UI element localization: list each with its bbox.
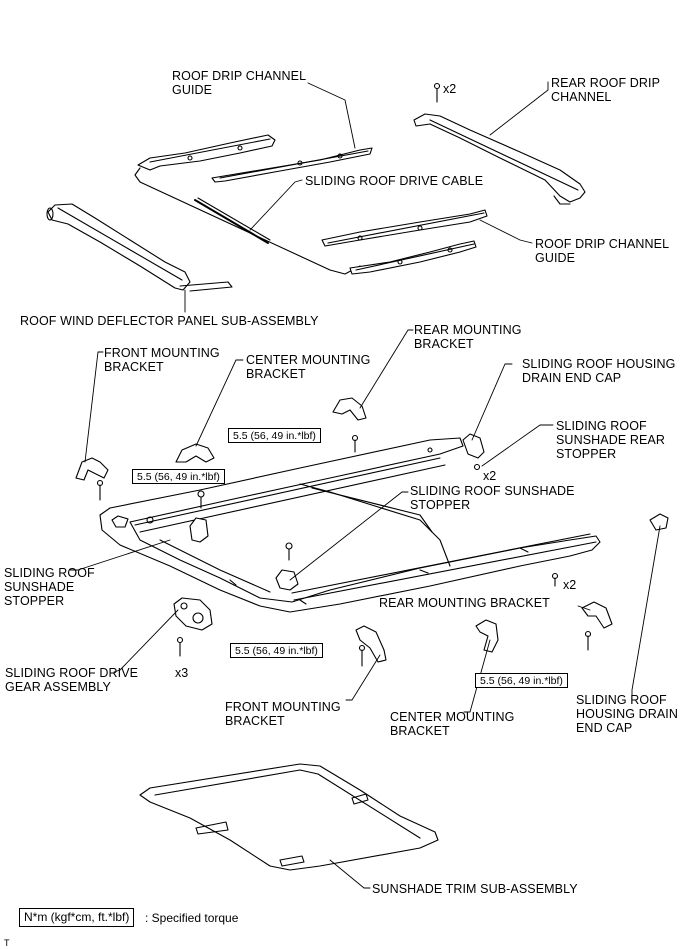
qty-gear-bolts: x3	[175, 666, 189, 680]
qty-rear-bracket-bolts: x2	[563, 578, 577, 592]
torque-spec-rear-bottom: 5.5 (56, 49 in.*lbf)	[475, 673, 568, 688]
label-center-mounting-bracket-top: CENTER MOUNTING BRACKET	[246, 353, 371, 381]
legend-specified-torque-text: : Specified torque	[145, 911, 239, 925]
legend-torque-unit-box: N*m (kgf*cm, ft.*lbf)	[19, 908, 135, 927]
label-sliding-roof-sunshade-stopper-left: SLIDING ROOF SUNSHADE STOPPER	[4, 566, 95, 608]
label-sunshade-trim-sub-assembly: SUNSHADE TRIM SUB-ASSEMBLY	[372, 882, 578, 896]
label-rear-mounting-bracket-top: REAR MOUNTING BRACKET	[414, 323, 522, 351]
qty-drain-cap-clips: x2	[483, 469, 497, 483]
front-mounting-bracket-bottom-part	[355, 625, 387, 667]
footer-mark: T	[4, 938, 10, 948]
roof-drip-channel-guide-lower-part	[321, 209, 488, 275]
torque-spec-front-bottom: 5.5 (56, 49 in.*lbf)	[230, 643, 323, 658]
label-sliding-roof-drive-gear-assembly: SLIDING ROOF DRIVE GEAR ASSEMBLY	[5, 666, 139, 694]
label-front-mounting-bracket-top: FRONT MOUNTING BRACKET	[104, 346, 220, 374]
sliding-roof-housing-frame	[99, 437, 601, 613]
label-sliding-roof-sunshade-rear-stopper: SLIDING ROOF SUNSHADE REAR STOPPER	[556, 419, 665, 461]
label-rear-roof-drip-channel: REAR ROOF DRIP CHANNEL	[551, 76, 661, 104]
center-mounting-bracket-bottom-part	[475, 619, 499, 653]
label-roof-drip-channel-guide-top: ROOF DRIP CHANNEL GUIDE	[172, 69, 307, 97]
label-sliding-roof-housing-drain-end-cap-bottom: SLIDING ROOF HOUSING DRAIN END CAP	[576, 693, 679, 735]
label-center-mounting-bracket-bottom: CENTER MOUNTING BRACKET	[390, 710, 515, 738]
label-sliding-roof-drive-cable: SLIDING ROOF DRIVE CABLE	[305, 174, 484, 188]
sunshade-stopper-right-part	[275, 542, 299, 591]
leader-lines	[69, 81, 661, 889]
sliding-roof-housing-drain-end-cap-top-part	[462, 433, 485, 471]
torque-spec-center-top: 5.5 (56, 49 in.*lbf)	[228, 428, 321, 443]
center-mounting-bracket-top-part	[175, 443, 215, 463]
rear-bracket-bolt-part	[551, 572, 559, 587]
label-rear-mounting-bracket-bottom: REAR MOUNTING BRACKET	[379, 596, 550, 610]
sliding-roof-drive-gear-part	[173, 597, 213, 657]
sunshade-trim-part	[139, 763, 439, 871]
sliding-roof-housing-drain-end-cap-right-part	[649, 513, 669, 531]
label-roof-drip-channel-guide-bottom: ROOF DRIP CHANNEL GUIDE	[535, 237, 670, 265]
sliding-roof-drive-cable-part	[134, 167, 361, 275]
rear-mounting-bracket-bottom-part	[581, 601, 613, 651]
rear-mounting-bracket-top-part	[332, 397, 367, 453]
label-sliding-roof-sunshade-stopper-right: SLIDING ROOF SUNSHADE STOPPER	[410, 484, 575, 512]
sunshade-stopper-left-part	[189, 490, 209, 543]
front-mounting-bracket-top-part	[75, 457, 109, 501]
label-front-mounting-bracket-bottom: FRONT MOUNTING BRACKET	[225, 700, 341, 728]
roof-wind-deflector-part	[46, 203, 233, 292]
label-roof-wind-deflector: ROOF WIND DEFLECTOR PANEL SUB-ASSEMBLY	[20, 314, 319, 328]
torque-spec-front-top: 5.5 (56, 49 in.*lbf)	[132, 469, 225, 484]
label-sliding-roof-housing-drain-end-cap-top: SLIDING ROOF HOUSING DRAIN END CAP	[522, 357, 676, 385]
roof-drip-channel-guide-upper-part	[137, 134, 373, 183]
rear-roof-drip-channel-part	[413, 82, 586, 205]
qty-rear-drip-bolts: x2	[443, 82, 457, 96]
